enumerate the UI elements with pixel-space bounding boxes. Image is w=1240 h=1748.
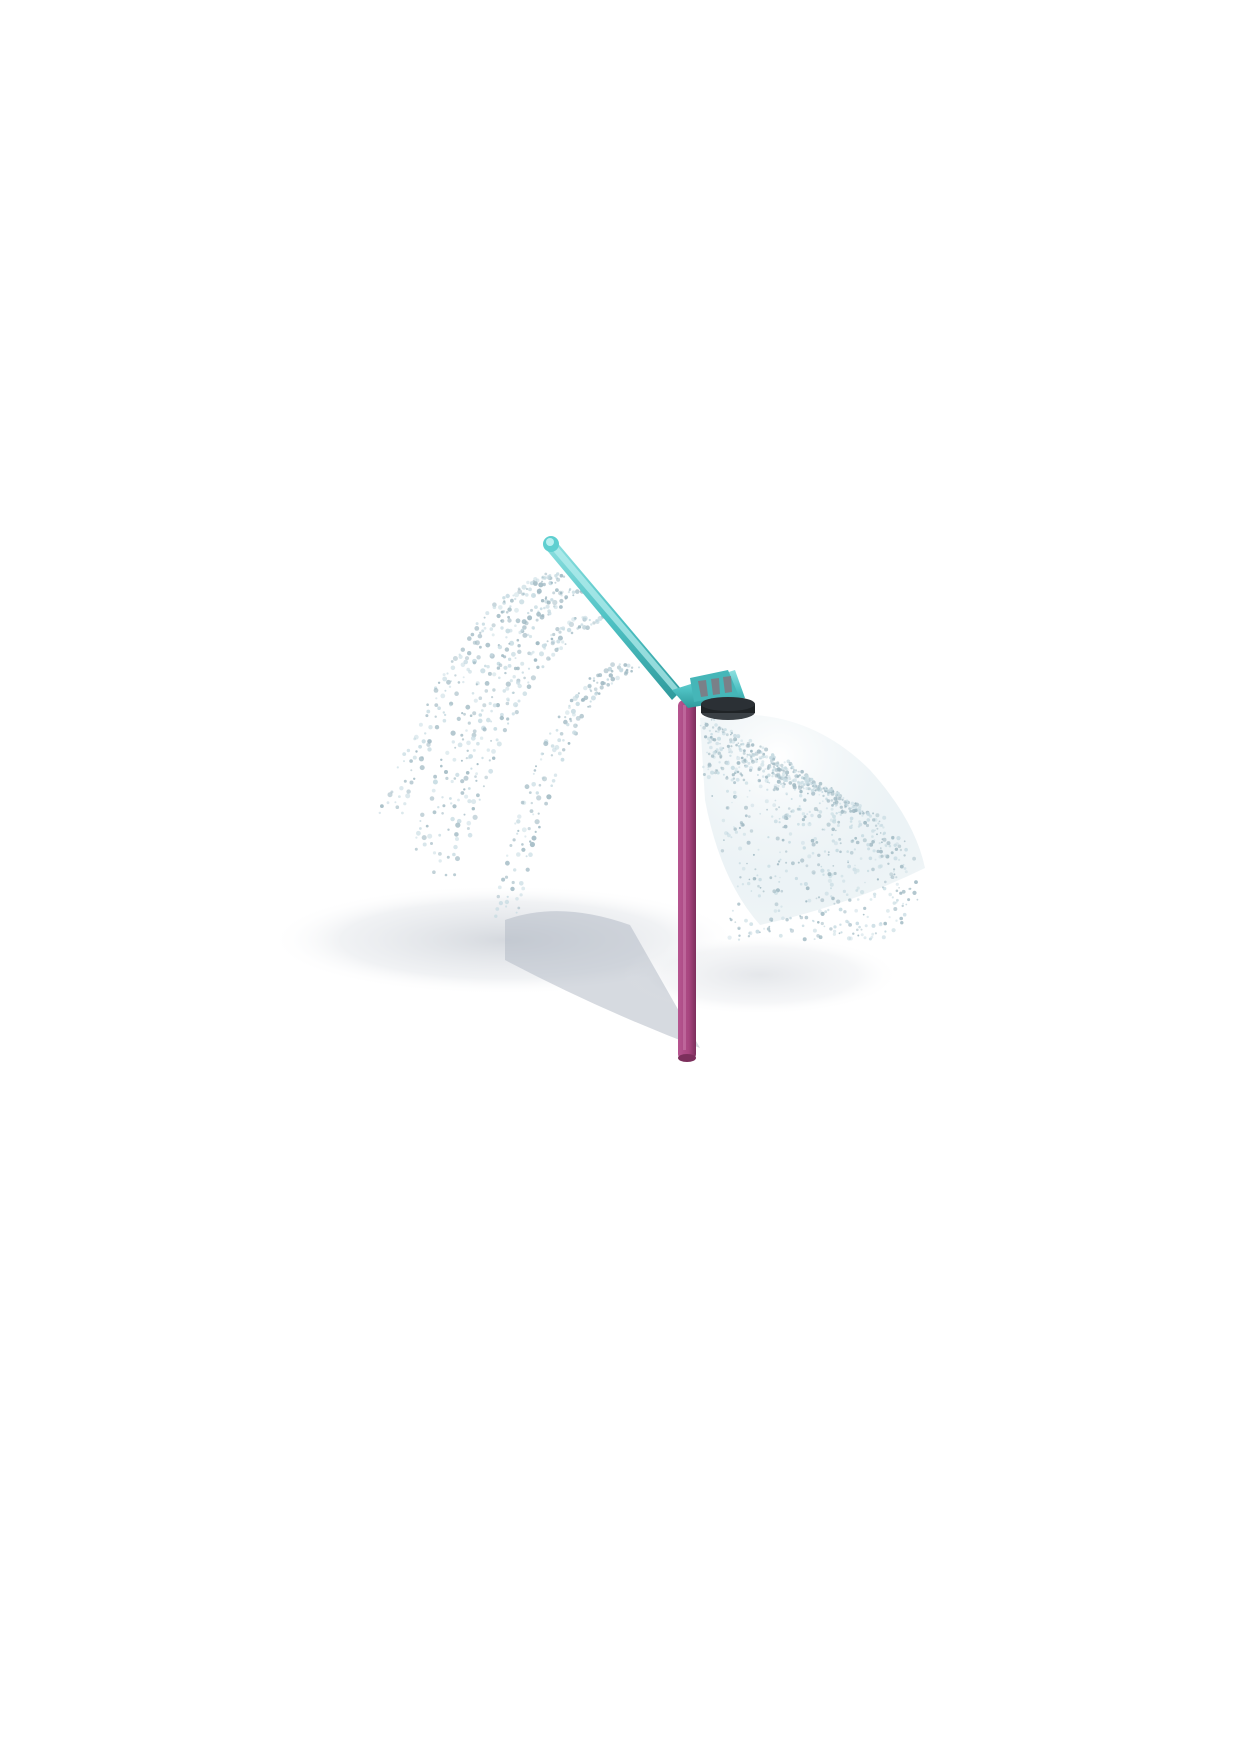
nozzle-disc-icon (701, 697, 755, 720)
nozzle-vent-icon (698, 676, 732, 697)
hockey-stick-arm-icon (543, 536, 745, 708)
left-water-spray (378, 570, 640, 918)
dome-water-spray (699, 714, 925, 942)
water-spray-post-icon (678, 700, 696, 1062)
